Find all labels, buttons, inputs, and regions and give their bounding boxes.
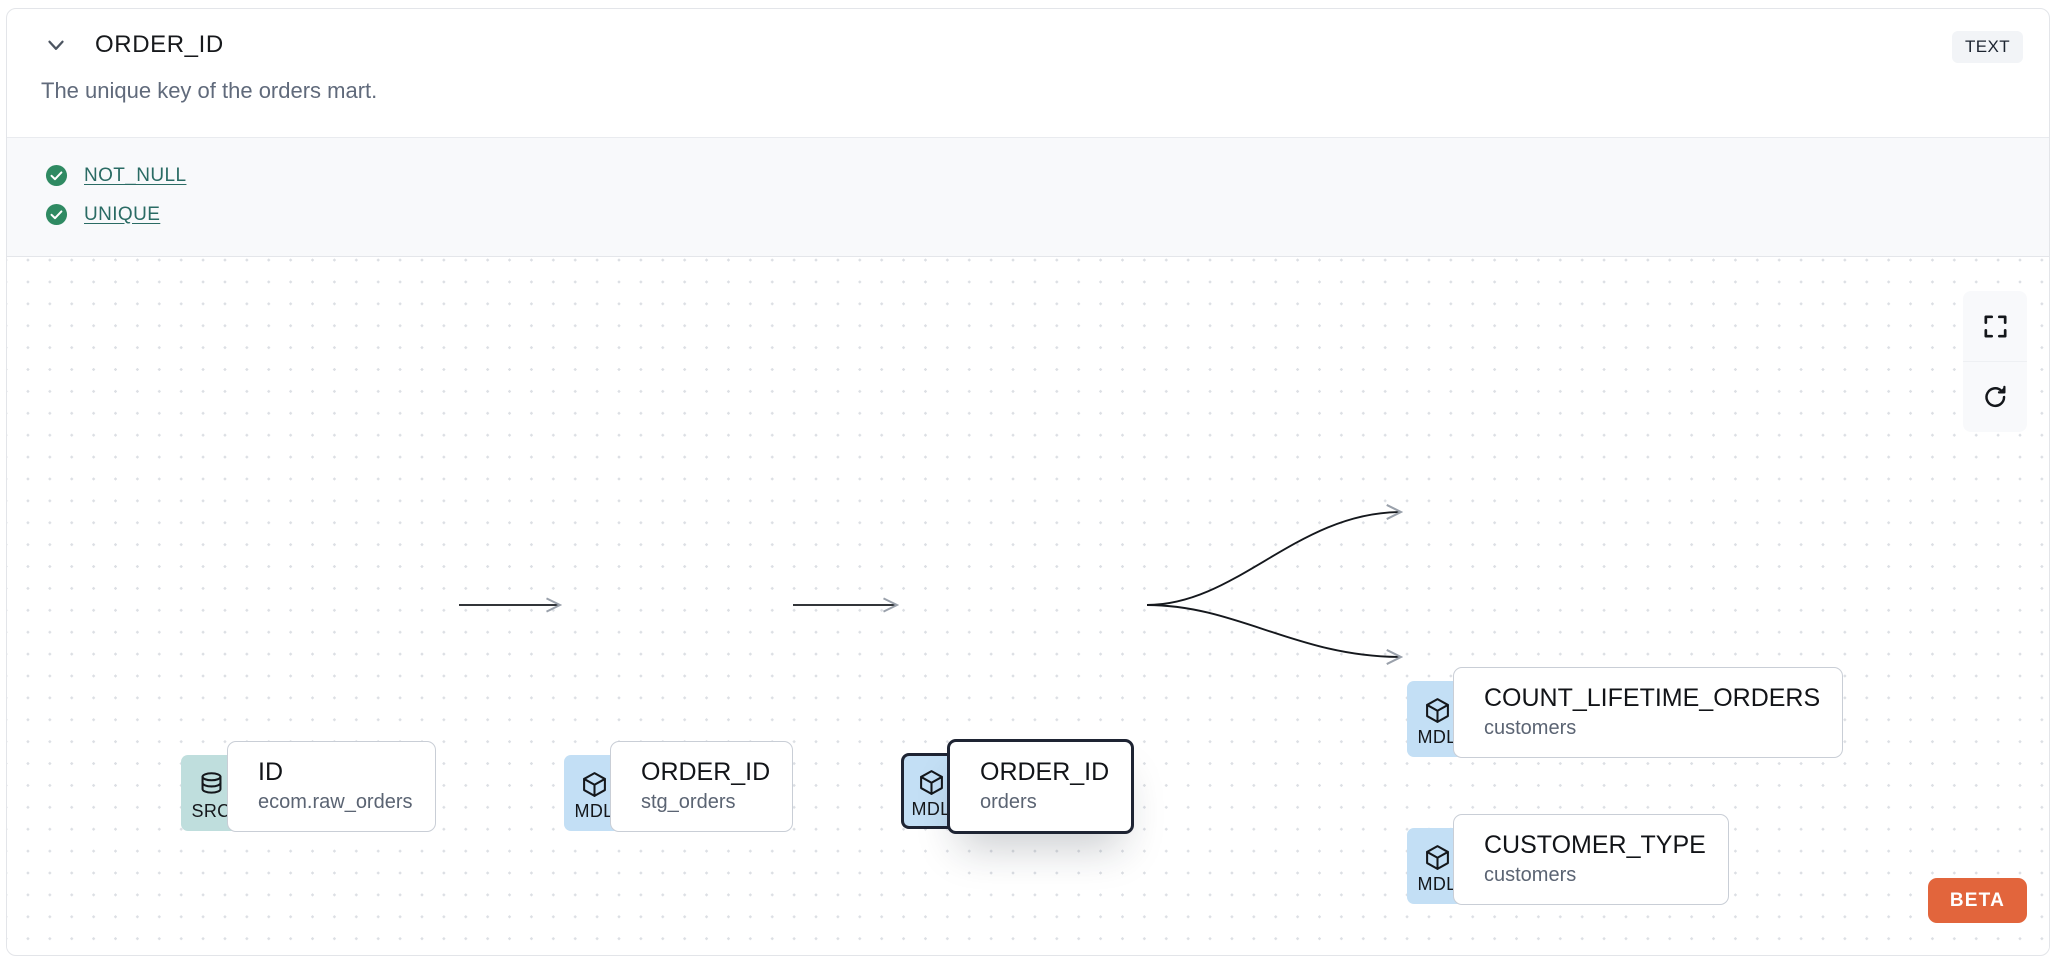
node-model-name: customers — [1484, 864, 1577, 886]
lineage-edges — [459, 257, 2049, 949]
node-type-label: MDL — [1417, 874, 1457, 894]
test-link-not-null[interactable]: NOT_NULL — [84, 164, 187, 186]
test-link-unique[interactable]: UNIQUE — [84, 203, 161, 225]
node-type-label: SRC — [191, 801, 231, 821]
lineage-node-src-id[interactable]: SRC ID ecom.raw_orders — [181, 741, 436, 832]
reset-button[interactable] — [1963, 361, 2027, 432]
lineage-node-stg-order-id[interactable]: MDL ORDER_ID stg_orders — [564, 741, 794, 832]
cube-icon — [1425, 698, 1449, 723]
node-type-label: MDL — [911, 799, 951, 819]
node-body[interactable]: CUSTOMER_TYPE customers — [1453, 814, 1729, 905]
fit-view-button[interactable] — [1963, 291, 2027, 361]
node-column-name: ID — [258, 758, 283, 786]
fullscreen-icon — [1983, 314, 2007, 338]
column-description: The unique key of the orders mart. — [41, 78, 378, 103]
lineage-node-count-lifetime-orders[interactable]: MDL COUNT_LIFETIME_ORDERS customers — [1407, 667, 1844, 758]
card-header: ORDER_ID TEXT — [7, 9, 2049, 81]
node-model-name: customers — [1484, 717, 1577, 739]
chevron-down-icon[interactable] — [41, 30, 71, 60]
refresh-icon — [1984, 385, 2006, 407]
page-title: ORDER_ID — [95, 31, 224, 58]
cube-icon — [919, 770, 943, 795]
node-column-name: CUSTOMER_TYPE — [1484, 831, 1706, 859]
node-model-name: stg_orders — [641, 791, 736, 813]
lineage-node-orders-order-id[interactable]: MDL ORDER_ID orders — [901, 739, 1135, 834]
node-body[interactable]: ORDER_ID stg_orders — [610, 741, 794, 832]
tests-section: NOT_NULL UNIQUE — [7, 137, 2049, 257]
node-body[interactable]: ID ecom.raw_orders — [227, 741, 436, 832]
node-body[interactable]: COUNT_LIFETIME_ORDERS customers — [1453, 667, 1844, 758]
database-icon — [201, 772, 221, 794]
lineage-node-customer-type[interactable]: MDL CUSTOMER_TYPE customers — [1407, 814, 1729, 905]
node-column-name: ORDER_ID — [641, 758, 771, 786]
test-row: NOT_NULL — [7, 156, 2049, 195]
lineage-graph-canvas[interactable]: SRC ID ecom.raw_orders MDL ORDER_ID stg_… — [7, 257, 2049, 949]
beta-badge[interactable]: BETA — [1927, 878, 2027, 923]
canvas-controls — [1963, 291, 2027, 432]
node-body[interactable]: ORDER_ID orders — [947, 739, 1135, 834]
node-type-label: MDL — [574, 801, 614, 821]
node-type-label: MDL — [1417, 727, 1457, 747]
cube-icon — [582, 772, 606, 797]
check-circle-icon — [45, 203, 68, 226]
node-model-name: ecom.raw_orders — [258, 791, 413, 813]
test-row: UNIQUE — [7, 195, 2049, 234]
node-column-name: COUNT_LIFETIME_ORDERS — [1484, 684, 1821, 712]
column-type-badge: TEXT — [1951, 31, 2023, 63]
node-column-name: ORDER_ID — [980, 758, 1110, 786]
column-detail-card: ORDER_ID TEXT The unique key of the orde… — [6, 8, 2050, 956]
cube-icon — [1425, 845, 1449, 870]
node-model-name: orders — [980, 791, 1037, 813]
check-circle-icon — [45, 164, 68, 187]
